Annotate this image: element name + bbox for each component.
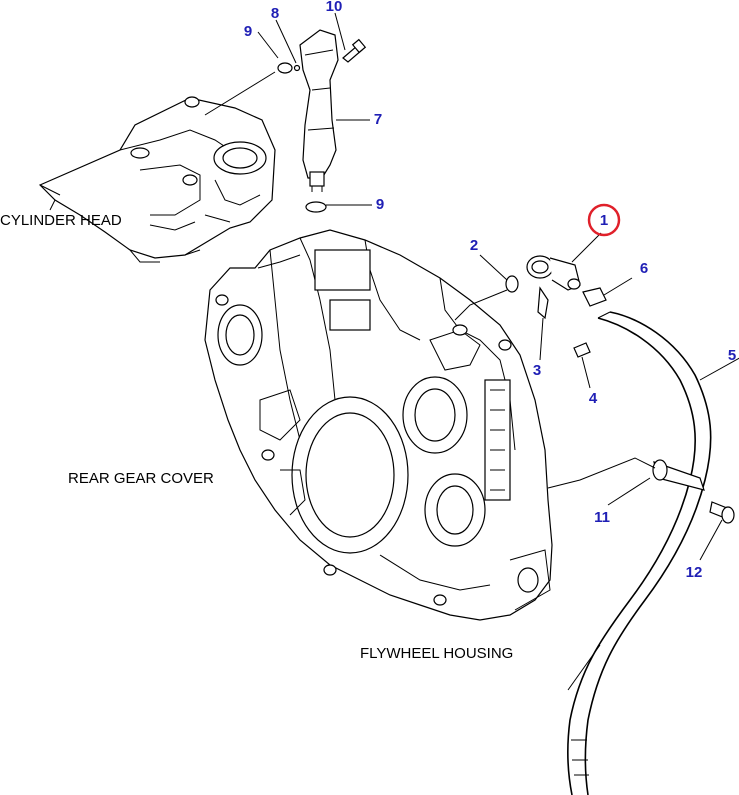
leader-lines	[204, 12, 739, 691]
callout-8: 8	[271, 5, 279, 22]
flywheel-housing-drawing	[204, 229, 553, 621]
callout-11: 11	[594, 509, 610, 526]
washer-part-8	[293, 64, 301, 72]
callout-7: 7	[374, 111, 382, 128]
callout-5: 5	[728, 347, 736, 364]
bracket-part-7	[299, 29, 339, 192]
hose-part-5	[567, 311, 712, 795]
label-flywheel-housing: FLYWHEEL HOUSING	[360, 645, 513, 662]
callout-3: 3	[533, 362, 541, 379]
bolt-part-12	[709, 501, 735, 524]
callout-1: 1	[600, 212, 608, 229]
bolt-part-10	[342, 38, 367, 63]
callout-12: 12	[686, 564, 703, 581]
callout-9-upper: 9	[244, 23, 252, 40]
clamp-part-6	[582, 287, 607, 307]
highlight-circle	[587, 203, 621, 237]
o-ring-part-9-upper	[277, 62, 293, 74]
label-rear-gear-cover: REAR GEAR COVER	[68, 470, 214, 487]
o-ring-part-9-lower	[305, 201, 327, 213]
callout-10: 10	[326, 0, 343, 15]
hose-clamp-part-11	[652, 459, 705, 491]
o-ring-part-2	[505, 275, 519, 293]
elbow-connector-part-1	[526, 255, 581, 291]
label-cylinder-head: CYLINDER HEAD	[0, 212, 122, 229]
callout-9-lower: 9	[376, 196, 384, 213]
bolt-part-4	[573, 342, 591, 358]
callout-6: 6	[640, 260, 648, 277]
clip-part-3	[537, 286, 549, 320]
callout-2: 2	[470, 237, 478, 254]
cylinder-head-drawing	[38, 96, 276, 263]
callout-4: 4	[589, 390, 598, 407]
